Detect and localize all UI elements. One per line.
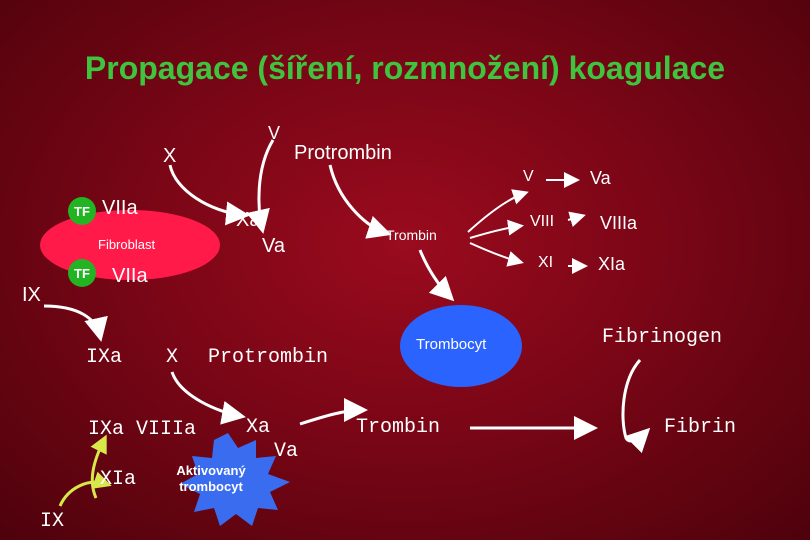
label-protrombin-bottom: Protrombin — [208, 346, 329, 369]
label-xa: Xa — [236, 209, 261, 231]
label-va-right: Va — [590, 168, 611, 188]
arrow-xia-to-ixa — [90, 434, 107, 499]
arrow-trombin-to-v — [467, 189, 529, 233]
arrow-x-to-xa-bottom — [170, 371, 246, 425]
label-trombin-top: Trombin — [386, 227, 437, 243]
arrow-trombin-to-trombocyt — [418, 249, 455, 302]
label-fibrin: Fibrin — [664, 416, 737, 439]
label-xia: XIa — [598, 254, 626, 274]
arrow-protrombin-to-trombin-bottom — [299, 398, 368, 426]
arrow-trombin-to-viii — [469, 219, 524, 239]
arrow-x-to-xa — [168, 164, 250, 226]
label-trombin-bottom: Trombin — [356, 416, 441, 439]
label-v-right: V — [523, 168, 534, 185]
label-ix-bottom: IX — [40, 510, 65, 533]
arrow-trombin-to-xi — [469, 242, 524, 267]
label-ix: IX — [22, 284, 41, 306]
activated-platelet-shape — [180, 433, 290, 526]
label-va: Va — [262, 235, 285, 257]
arrow-ix-to-xia-bottom — [58, 471, 112, 507]
tf-badge-2: TF — [68, 259, 96, 287]
arrow-protrombin-to-trombin — [328, 164, 392, 239]
arrow-v-to-va — [246, 139, 275, 234]
label-xa-bottom: Xa — [246, 416, 271, 439]
label-x: X — [163, 145, 177, 167]
label-v: V — [268, 123, 281, 143]
label-viia-2: VIIa — [112, 265, 148, 287]
page-title: Propagace (šíření, rozmnožení) koagulace — [84, 50, 726, 86]
label-aktivovany-trombocyt: Aktivovaný trombocyt — [176, 463, 246, 495]
label-viiia: VIIIa — [600, 213, 638, 233]
label-trombocyt: Trombocyt — [416, 336, 487, 353]
label-fibrinogen: Fibrinogen — [602, 326, 723, 349]
label-xia-bottom: XIa — [100, 468, 137, 491]
label-protrombin: Protrombin — [294, 142, 392, 164]
arrow-fibrinogen-to-fibrin — [621, 358, 651, 454]
label-xi: XI — [538, 254, 554, 271]
arrow-viii-to-viiia — [567, 211, 586, 227]
trombocyt-cell — [400, 305, 522, 387]
label-fibroblast: Fibroblast — [98, 237, 156, 252]
label-ixa: IXa — [86, 346, 123, 369]
label-viia: VIIa — [102, 197, 138, 219]
label-va-bottom: Va — [274, 440, 299, 463]
arrow-ix-to-ixa — [43, 304, 108, 342]
label-x-bottom: X — [166, 346, 179, 369]
label-viii: VIII — [530, 213, 555, 230]
tf-badge: TF — [68, 197, 96, 225]
label-ixa-viiia: IXa VIIIa — [88, 418, 197, 441]
